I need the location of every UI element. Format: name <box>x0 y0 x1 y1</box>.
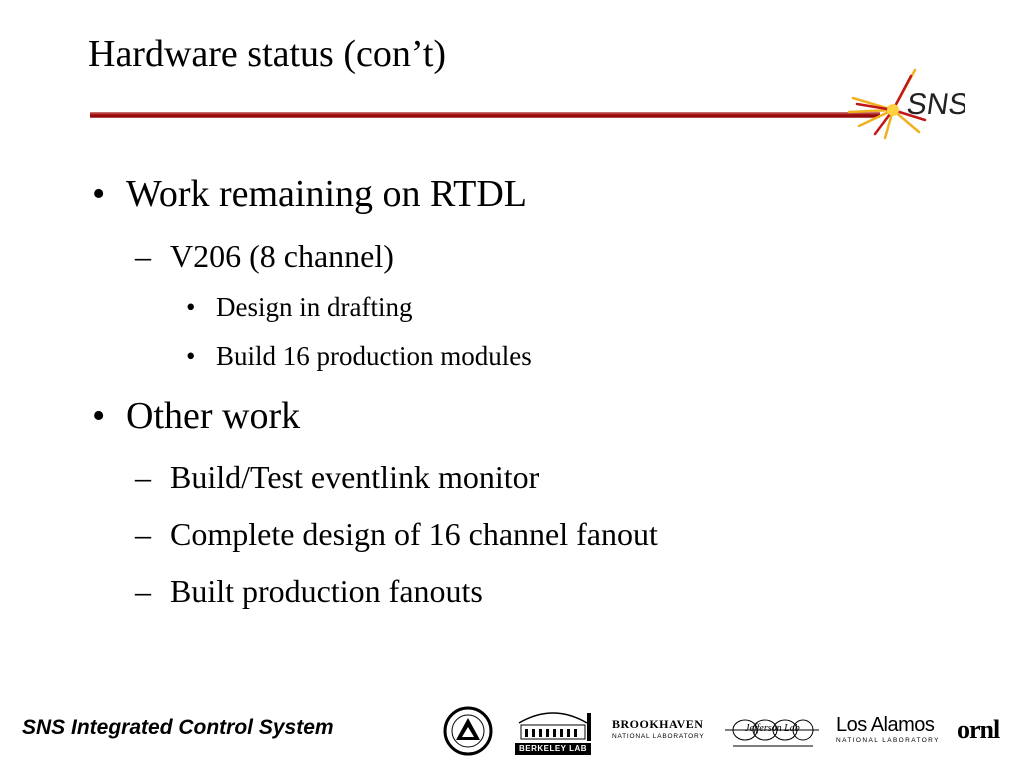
berkeley-lab-label: BERKELEY LAB <box>518 744 588 753</box>
brookhaven-logo: BROOKHAVEN NATIONAL LABORATORY <box>612 717 708 747</box>
starburst-icon: SNS <box>847 68 965 140</box>
bullet-level1: • Other work <box>92 395 301 437</box>
los-alamos-label: Los Alamos <box>836 714 935 736</box>
brookhaven-label: BROOKHAVEN <box>612 717 704 731</box>
jefferson-lab-logo: Jefferson Lab <box>723 712 821 752</box>
slide-title: Hardware status (con’t) <box>88 33 447 75</box>
bullet-level3: • Build 16 production modules <box>186 341 532 371</box>
argonne-logo <box>443 705 493 757</box>
sns-logo: SNS <box>845 62 965 142</box>
bullet-level3: • Design in drafting <box>186 292 413 322</box>
los-alamos-sublabel: NATIONAL LABORATORY <box>836 737 940 744</box>
bullet-level2: – Build/Test eventlink monitor <box>135 459 540 495</box>
bullet-level1: • Work remaining on RTDL <box>92 173 527 215</box>
footer-title: SNS Integrated Control System <box>22 716 334 739</box>
bullet-level2: – V206 (8 channel) <box>135 238 394 274</box>
title-rule <box>90 112 880 118</box>
jefferson-orbit-icon <box>725 719 819 747</box>
ornl-logo: ornl <box>957 715 1019 745</box>
jefferson-lab-label: Jefferson Lab <box>745 723 800 734</box>
berkeley-building-icon <box>515 712 591 755</box>
bullet-level2: – Built production fanouts <box>135 573 483 609</box>
berkeley-lab-logo: BERKELEY LAB <box>513 703 593 757</box>
argonne-seal-icon <box>443 706 493 756</box>
sns-logo-text: SNS <box>905 88 965 121</box>
ornl-label: ornl <box>957 715 1000 744</box>
brookhaven-sublabel: NATIONAL LABORATORY <box>612 733 705 740</box>
bullet-level2: – Complete design of 16 channel fanout <box>135 516 658 552</box>
los-alamos-logo: Los Alamos NATIONAL LABORATORY <box>836 715 946 747</box>
